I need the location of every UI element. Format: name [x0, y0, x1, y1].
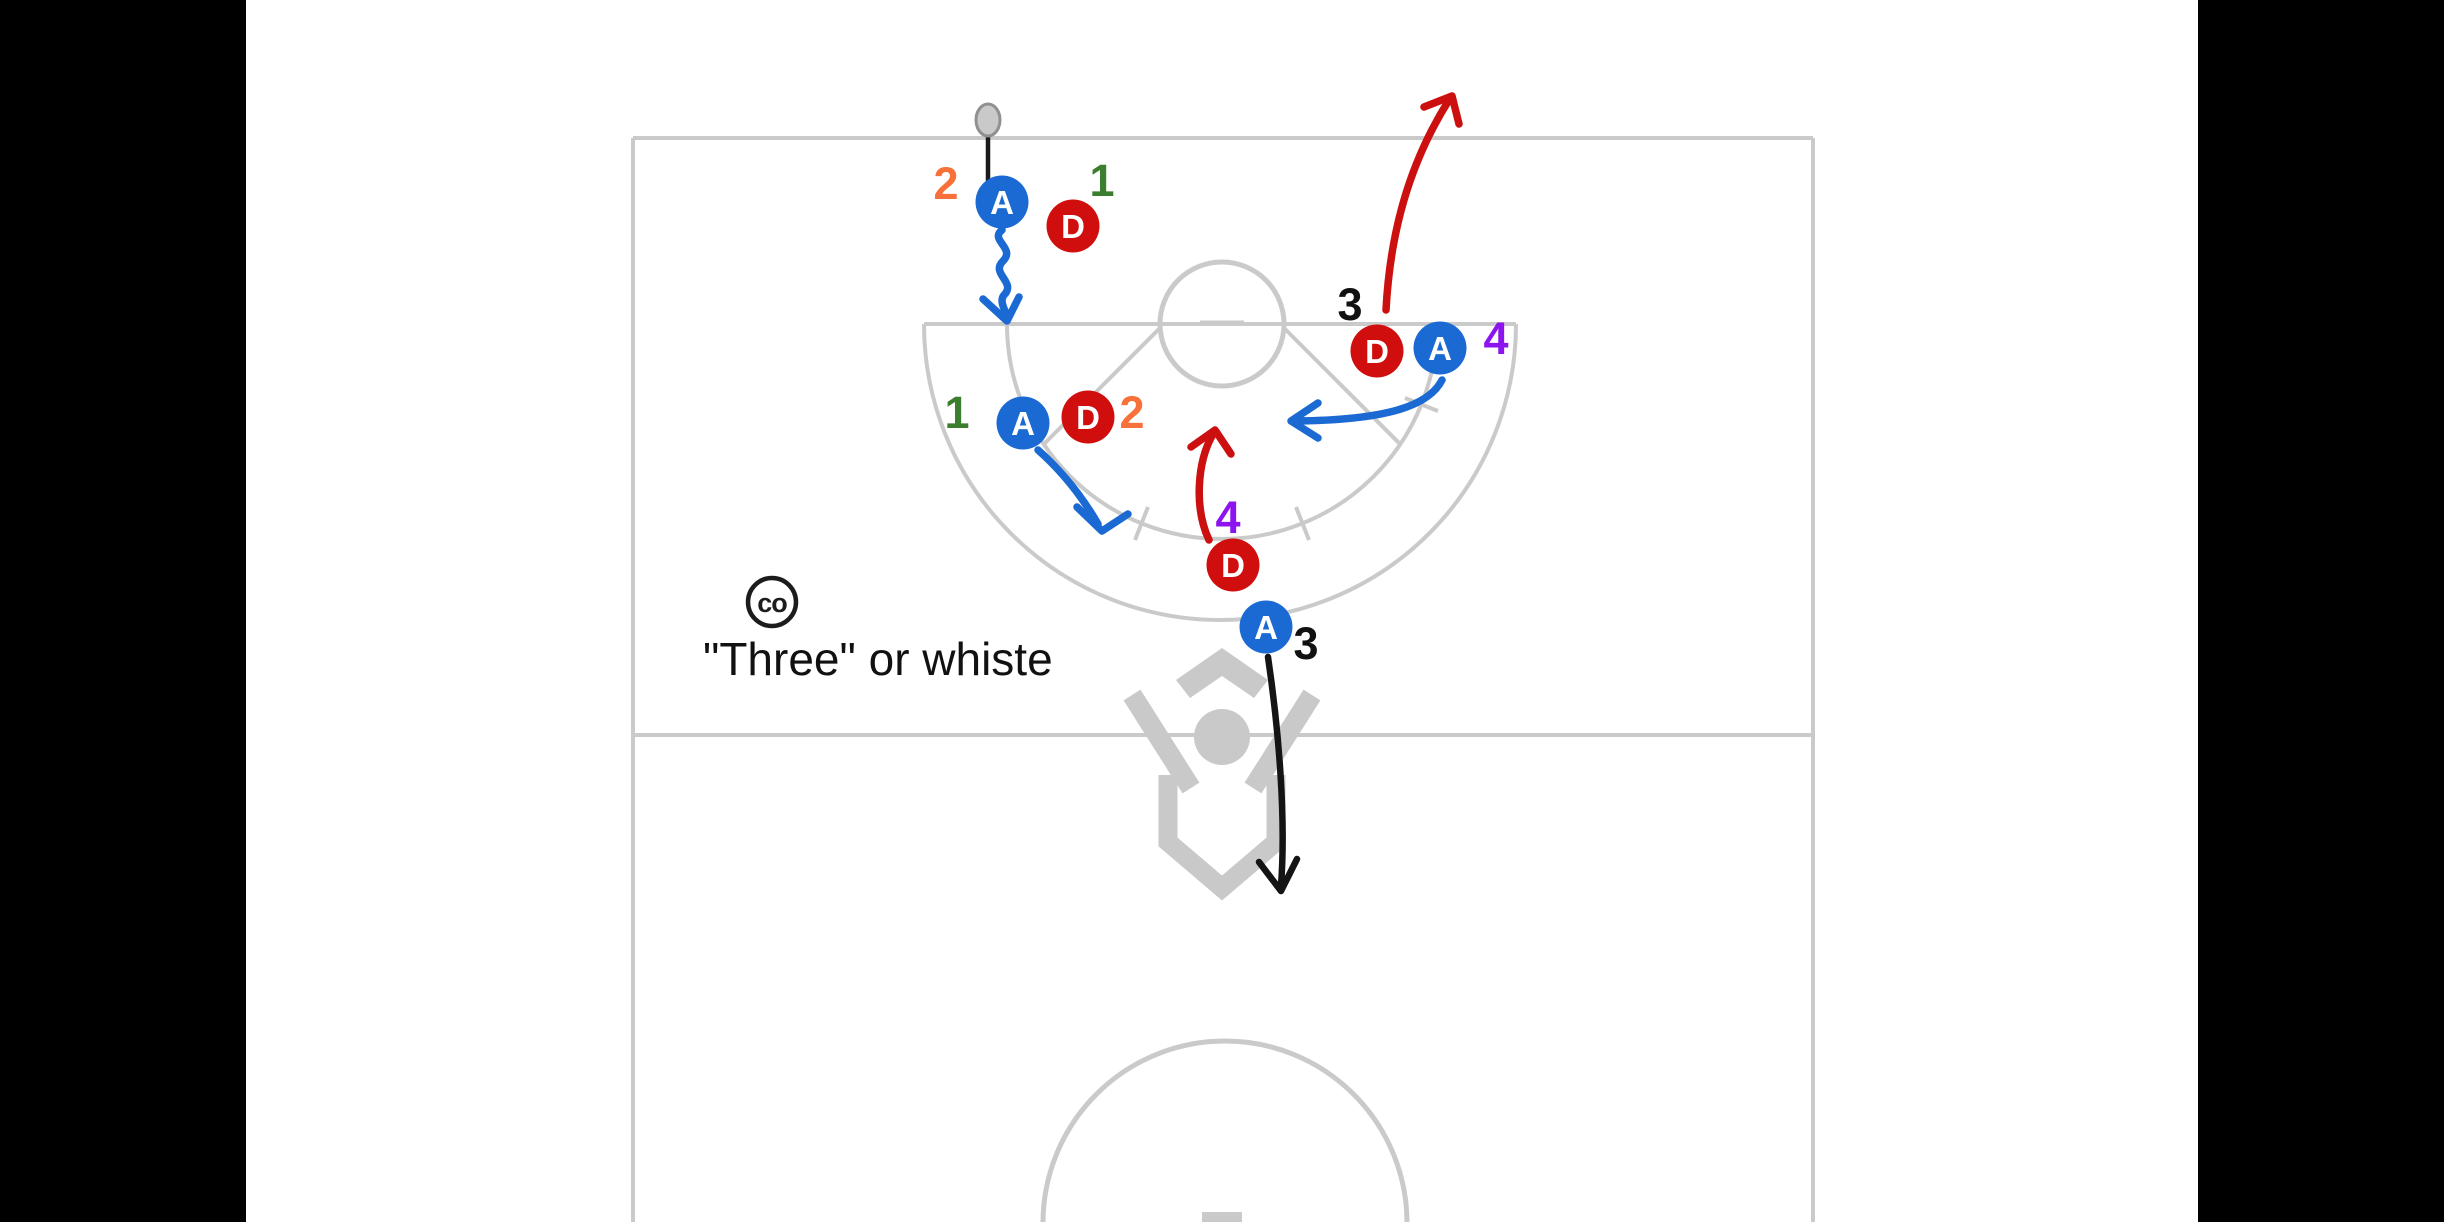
player-number-label: 3 [1293, 618, 1318, 669]
ball-icon[interactable] [974, 102, 1002, 186]
note-text[interactable]: "Three" or whiste [703, 633, 1053, 685]
cut-arrow-a4[interactable] [1287, 376, 1446, 442]
player-marker-d-right[interactable]: D [1350, 324, 1404, 378]
carry-arrow-a2-head[interactable] [979, 293, 1023, 325]
cut-arrow-a1[interactable] [1034, 446, 1132, 535]
goalie-left-arm [1123, 689, 1200, 794]
player-letter: D [1221, 547, 1245, 584]
attack-circle[interactable] [996, 396, 1050, 450]
carry-arrow-a2-squiggle[interactable] [994, 226, 1012, 320]
player-marker-a-top[interactable]: A [975, 175, 1029, 229]
co-badge: co [745, 575, 799, 629]
run-arrow-d4-path[interactable] [1195, 430, 1217, 544]
goal-circle [1157, 259, 1287, 389]
run-arrow-d3-head[interactable] [1420, 92, 1463, 128]
player-marker-d-left[interactable]: D [1061, 390, 1115, 444]
co-badge-ring [745, 575, 799, 629]
attack-circle[interactable] [1239, 600, 1293, 654]
attack-circle[interactable] [1413, 321, 1467, 375]
player-number-label: 1 [944, 387, 969, 438]
cut-arrow-a1-path[interactable] [1034, 446, 1102, 528]
player-marker-d-mid[interactable]: D [1206, 538, 1260, 592]
stick-head[interactable] [974, 102, 1002, 138]
player-number-label: 2 [1119, 387, 1144, 438]
field-lines [631, 136, 1815, 1222]
player-letter: A [1011, 405, 1035, 442]
defense-circle[interactable] [1061, 390, 1115, 444]
carry-arrow-a2[interactable] [979, 226, 1023, 325]
goalie-body-shield [1158, 775, 1286, 901]
defense-circle[interactable] [1350, 324, 1404, 378]
number-labels-layer: 2 1 1 2 4 3 3 4 [933, 155, 1508, 669]
player-letter: D [1076, 399, 1100, 436]
player-marker-d-top[interactable]: D [1046, 199, 1100, 253]
center-circle [1040, 1038, 1410, 1222]
run-arrow-d4-head[interactable] [1187, 426, 1235, 458]
fan-diagonal-right [1282, 326, 1402, 446]
diagram-canvas [246, 0, 2198, 1222]
run-arrow-d4[interactable] [1187, 426, 1235, 544]
player-number-label: 2 [933, 158, 958, 209]
player-number-label: 3 [1337, 279, 1362, 330]
cut-arrow-a4-path[interactable] [1292, 376, 1446, 425]
center-circle-dash [1202, 1212, 1242, 1222]
goalie-right-arm [1244, 689, 1321, 794]
player-number-label: 1 [1089, 155, 1114, 206]
cut-arrow-a4-head[interactable] [1287, 399, 1322, 442]
defense-circle[interactable] [1206, 538, 1260, 592]
goalie-icon [1123, 648, 1321, 901]
run-arrow-d3-path[interactable] [1382, 96, 1453, 314]
player-number-label: 4 [1483, 313, 1508, 364]
cut-arrow-a3[interactable] [1255, 653, 1301, 895]
player-letter: A [990, 184, 1014, 221]
cut-arrow-a3-head[interactable] [1255, 855, 1301, 895]
player-number-label: 4 [1215, 492, 1240, 543]
player-marker-a-right[interactable]: A [1413, 321, 1467, 375]
cut-arrow-a3-path[interactable] [1264, 653, 1286, 890]
player-letter: A [1428, 330, 1452, 367]
goalie-head [1194, 709, 1250, 765]
run-arrow-d3[interactable] [1382, 92, 1463, 314]
attack-circle[interactable] [975, 175, 1029, 229]
cut-arrow-a1-head[interactable] [1073, 503, 1132, 535]
player-letter: D [1365, 333, 1389, 370]
arc-hash-right [1294, 506, 1311, 541]
arrows-layer [979, 92, 1463, 895]
goalie-hat-chevron [1176, 648, 1268, 698]
player-letter: D [1061, 208, 1085, 245]
co-badge-label: co [757, 588, 787, 618]
defense-circle[interactable] [1046, 199, 1100, 253]
twelve-meter-fan-arc [922, 323, 1518, 622]
arc-hash-left [1133, 506, 1150, 541]
player-marker-a-bottom[interactable]: A [1239, 600, 1293, 654]
player-letter: A [1254, 609, 1278, 646]
player-marker-a-left[interactable]: A [996, 396, 1050, 450]
